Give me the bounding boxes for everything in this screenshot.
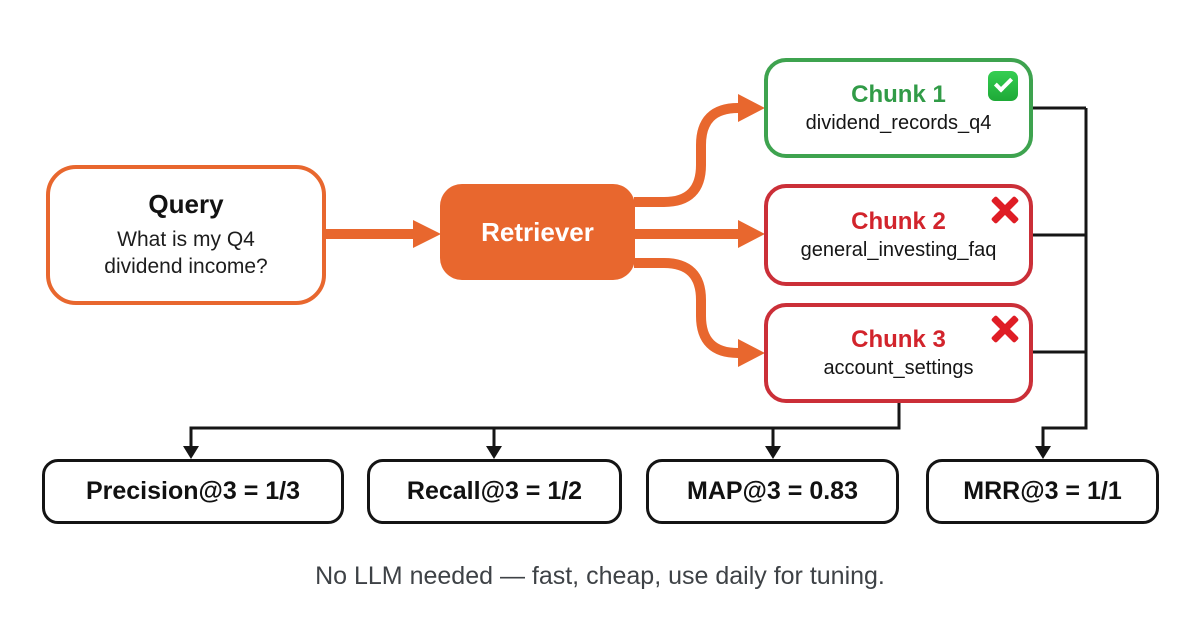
bottom-bus-line xyxy=(189,403,901,447)
metric-label: Recall@3 = 1/2 xyxy=(406,477,583,505)
chunk-title: Chunk 3 xyxy=(851,326,946,353)
retriever-box: Retriever xyxy=(440,184,635,280)
arrowhead-icon xyxy=(738,220,765,248)
metric-label: MAP@3 = 0.83 xyxy=(687,477,858,505)
arrowhead-icon xyxy=(486,446,502,459)
arrowhead-icon xyxy=(765,446,781,459)
chunk-title: Chunk 2 xyxy=(851,208,946,235)
metric-connectors xyxy=(189,106,1088,447)
arrowhead-icon xyxy=(738,94,765,122)
metric-label: Precision@3 = 1/3 xyxy=(85,477,301,505)
arrowhead-icon xyxy=(738,339,765,367)
retriever-to-chunk3-line xyxy=(634,258,740,358)
retriever-label: Retriever xyxy=(481,216,594,247)
flow-arrowheads xyxy=(413,94,765,367)
query-title: Query xyxy=(148,189,224,220)
chunk-source: account_settings xyxy=(823,357,974,379)
query-box: Query What is my Q4 dividend income? xyxy=(46,165,326,305)
chunk-3-box: Chunk 3 account_settings xyxy=(764,303,1033,403)
chunk-title: Chunk 1 xyxy=(851,81,946,108)
check-icon xyxy=(988,71,1018,101)
right-bus-line xyxy=(1041,108,1088,447)
chunk-2-box: Chunk 2 general_investing_faq xyxy=(764,184,1033,286)
arrowhead-icon xyxy=(183,446,199,459)
metric-label: MRR@3 = 1/1 xyxy=(963,477,1122,505)
caption-text: No LLM needed — fast, cheap, use daily f… xyxy=(315,562,885,590)
chunk-source: general_investing_faq xyxy=(800,239,997,261)
arrowhead-icon xyxy=(413,220,441,248)
retriever-to-chunk1-line xyxy=(634,103,740,207)
metric-map-box: MAP@3 = 0.83 xyxy=(646,459,899,524)
cross-icon xyxy=(990,314,1020,344)
arrowhead-icon xyxy=(1035,446,1051,459)
chunk-source: dividend_records_q4 xyxy=(805,112,992,134)
metric-precision-box: Precision@3 = 1/3 xyxy=(42,459,344,524)
metric-recall-box: Recall@3 = 1/2 xyxy=(367,459,622,524)
cross-icon xyxy=(990,195,1020,225)
metric-arrowheads xyxy=(183,446,1051,459)
flow-arrows xyxy=(326,103,740,358)
query-text: What is my Q4 dividend income? xyxy=(104,228,268,278)
metric-mrr-box: MRR@3 = 1/1 xyxy=(926,459,1159,524)
chunk-1-box: Chunk 1 dividend_records_q4 xyxy=(764,58,1033,158)
